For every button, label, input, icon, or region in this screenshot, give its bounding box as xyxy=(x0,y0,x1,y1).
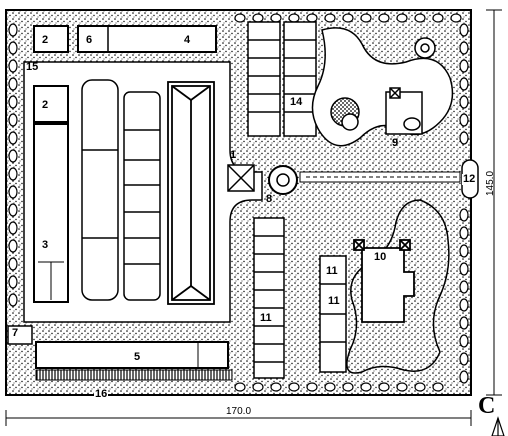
label-2-top: 2 xyxy=(42,34,49,46)
tree-row-bottom xyxy=(234,382,444,392)
building-2-left xyxy=(33,85,69,123)
label-2-left: 2 xyxy=(42,99,49,111)
label-3: 3 xyxy=(42,239,49,251)
label-14: 14 xyxy=(290,96,303,108)
building-1 xyxy=(227,164,255,192)
label-11-b: 11 xyxy=(328,295,340,307)
building-6-4 xyxy=(77,25,217,53)
label-11-a: 11 xyxy=(326,265,338,277)
building-7 xyxy=(7,325,33,345)
sheet-letter: C xyxy=(478,393,496,419)
label-11-c: 11 xyxy=(260,312,272,324)
main-building xyxy=(167,81,215,305)
hatched-strip-16 xyxy=(35,369,233,381)
dimension-height-label: 145.0 xyxy=(485,170,496,196)
greenhouse-rows xyxy=(81,79,161,301)
label-1: 1 xyxy=(230,149,237,161)
building-5 xyxy=(35,341,229,369)
building-2-top xyxy=(33,25,69,53)
perimeter-trees xyxy=(8,13,469,392)
label-12: 12 xyxy=(462,173,477,185)
dimension-width-label: 170.0 xyxy=(226,406,252,417)
building-9 xyxy=(385,87,423,135)
hotbeds-11 xyxy=(253,217,347,379)
dimension-height xyxy=(486,9,502,396)
north-arrow-icon xyxy=(491,416,505,436)
label-7: 7 xyxy=(12,327,19,339)
tree-row-right xyxy=(459,23,469,384)
tree-row-left xyxy=(8,23,18,307)
label-5: 5 xyxy=(134,351,141,363)
label-9: 9 xyxy=(392,137,399,149)
hotbeds-14 xyxy=(247,21,317,137)
label-16: 16 xyxy=(94,388,109,400)
label-15: 15 xyxy=(26,61,39,73)
building-10 xyxy=(353,239,415,323)
tree-row-top xyxy=(234,13,462,23)
label-8: 8 xyxy=(266,193,273,205)
label-4: 4 xyxy=(184,34,191,46)
label-6: 6 xyxy=(86,34,93,46)
label-10: 10 xyxy=(374,251,387,263)
dimension-width xyxy=(5,410,472,426)
